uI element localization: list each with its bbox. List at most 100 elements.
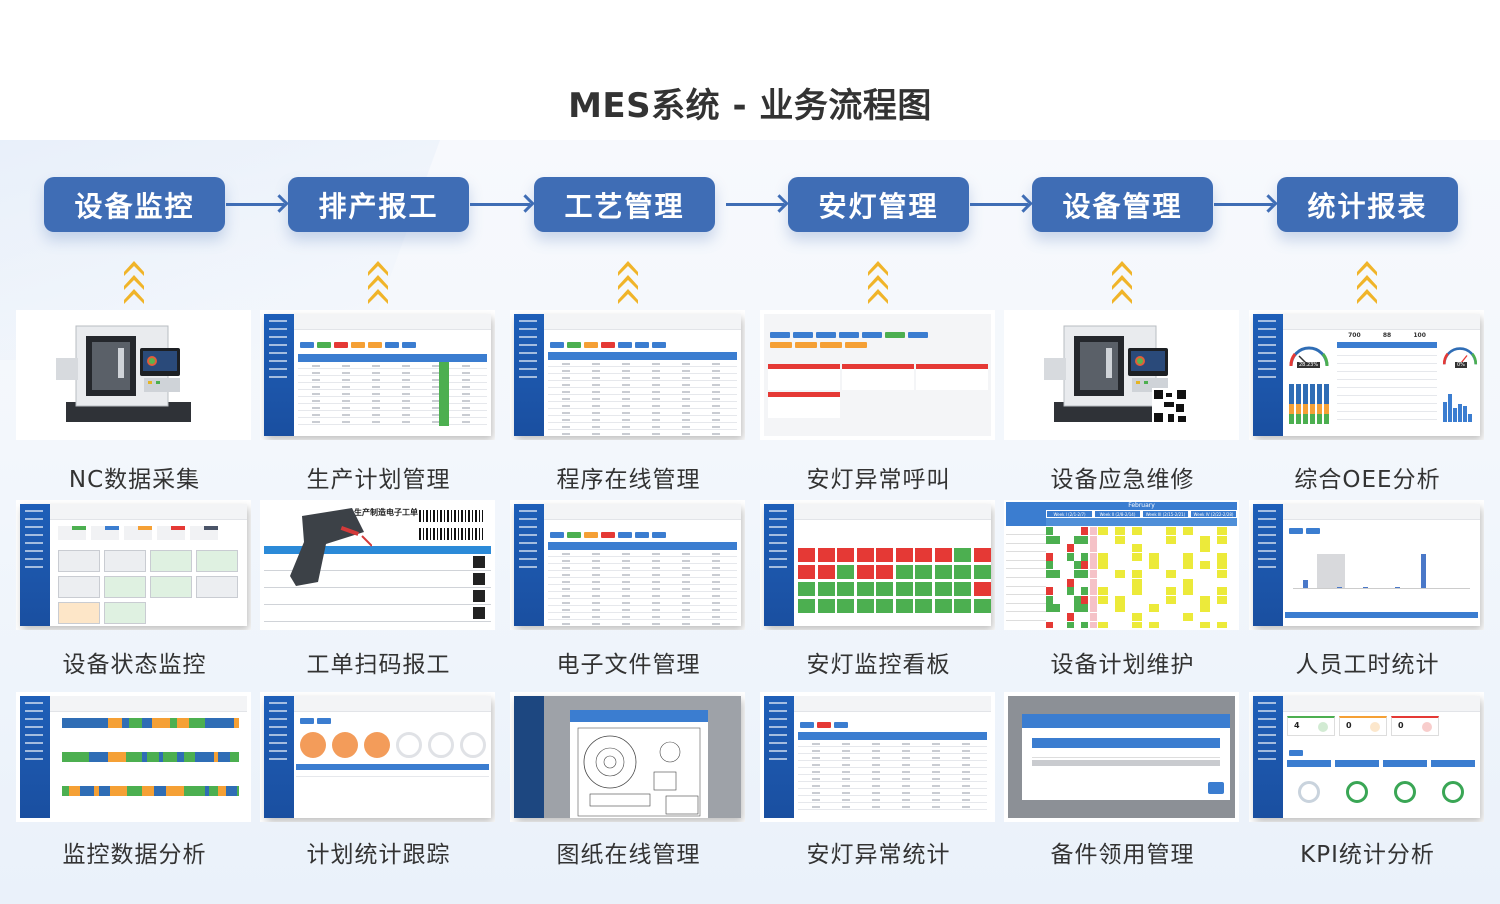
scrollbar[interactable] — [1032, 760, 1220, 766]
flow-step-statistics-reports[interactable]: 统计报表 — [1277, 177, 1458, 232]
module-label: 安灯异常呼叫 — [806, 467, 951, 493]
andon-station-tile — [798, 599, 815, 613]
maintenance-cell — [1098, 527, 1108, 535]
flow-step-equipment-monitoring[interactable]: 设备监控 — [44, 177, 225, 232]
flow-step-label: 安灯管理 — [818, 189, 939, 223]
maintenance-cell — [1132, 552, 1142, 561]
oee-stacked-bar — [1303, 384, 1308, 424]
drawing-dialog — [570, 710, 708, 818]
ui-sidebar — [514, 504, 544, 626]
ui-topbar — [544, 314, 741, 330]
equipment-header — [1006, 502, 1046, 526]
oee-stacked-bar — [1317, 384, 1322, 424]
maintenance-cell — [1098, 621, 1108, 628]
maintenance-cell — [1046, 552, 1053, 561]
andon-call-card — [842, 364, 914, 390]
maintenance-cell — [1081, 595, 1088, 604]
table-row — [1337, 404, 1437, 412]
flow-arrow-icon — [470, 203, 530, 206]
module-thumbnail-cnc-machine-qr[interactable] — [1004, 310, 1239, 440]
andon-station-tile — [837, 599, 854, 613]
kpi-panel — [1431, 760, 1475, 814]
table-row — [1337, 348, 1437, 356]
module-thumbnail-drawing-viewer[interactable] — [510, 692, 745, 822]
ui-button-row — [800, 722, 848, 728]
oee-bar — [1443, 402, 1447, 422]
equipment-row — [1006, 536, 1046, 544]
module-thumbnail-status-cards[interactable] — [16, 500, 251, 630]
maintenance-cell — [1046, 561, 1053, 570]
module-label: 设备状态监控 — [62, 652, 207, 678]
machine-status-tile — [58, 576, 100, 598]
spare-parts-dialog — [1022, 714, 1230, 800]
module-thumbnail-andon-stats[interactable] — [760, 692, 995, 822]
flow-step-label: 设备监控 — [74, 189, 195, 223]
module-thumbnail-hours-chart[interactable] — [1249, 500, 1484, 630]
module-label: 安灯监控看板 — [806, 652, 951, 678]
equipment-row — [1006, 579, 1046, 587]
module-thumbnail-cnc-machine[interactable] — [16, 310, 251, 440]
maintenance-cell — [1132, 587, 1142, 596]
maintenance-cell — [1046, 535, 1053, 544]
ui-topbar — [794, 696, 991, 712]
table-row — [264, 588, 491, 605]
module-thumbnail-plan-circles[interactable] — [260, 692, 495, 822]
flow-step-process-management[interactable]: 工艺管理 — [534, 177, 715, 232]
ui-topbar — [294, 314, 491, 330]
maintenance-cell — [1090, 527, 1097, 535]
maintenance-cell — [1115, 595, 1125, 604]
maintenance-cell — [1166, 535, 1176, 544]
module-thumbnail-timeline-bars[interactable] — [16, 692, 251, 822]
module-thumbnail-spare-parts-dialog[interactable] — [1004, 692, 1239, 822]
maintenance-cell — [1090, 535, 1097, 544]
maintenance-cell — [1053, 535, 1060, 544]
maintenance-cell — [1200, 595, 1210, 604]
ui-button-row — [550, 532, 666, 538]
oee-gauge-left-value: 28.23% — [1297, 362, 1321, 368]
maintenance-cell — [1217, 595, 1227, 604]
equipment-row — [1006, 604, 1046, 613]
maintenance-cell — [1090, 570, 1097, 578]
chart-axis — [1293, 588, 1470, 589]
module-label: 工单扫码报工 — [306, 652, 451, 678]
kpi-panel — [1335, 760, 1379, 814]
andon-station-tile — [954, 548, 971, 562]
maintenance-cell — [1183, 613, 1193, 621]
flow-step-andon-management[interactable]: 安灯管理 — [788, 177, 969, 232]
maintenance-cell — [1046, 595, 1053, 604]
ui-topbar — [1283, 504, 1480, 520]
maintenance-cell — [1200, 604, 1210, 613]
flow-step-scheduling-reporting[interactable]: 排产报工 — [288, 177, 469, 232]
kpi-count-value: 4 — [1294, 721, 1300, 730]
flow-step-equipment-management[interactable]: 设备管理 — [1032, 177, 1213, 232]
module-thumbnail-plan-table[interactable] — [260, 310, 495, 440]
module-thumbnail-andon-call[interactable] — [760, 310, 995, 440]
week-header: Week I (2/1-2/7) — [1046, 510, 1093, 518]
maintenance-cell — [1217, 621, 1227, 628]
confirm-button[interactable] — [1208, 782, 1224, 794]
table-row — [1337, 388, 1437, 396]
module-thumbnail-program-table[interactable] — [510, 310, 745, 440]
equipment-row — [1006, 570, 1046, 578]
hours-bar — [1421, 554, 1426, 588]
oee-kpi-value: 88 — [1382, 332, 1392, 339]
ui-sidebar — [1253, 314, 1283, 436]
maintenance-cell — [1183, 587, 1193, 596]
table-row — [1337, 412, 1437, 420]
andon-station-tile — [954, 599, 971, 613]
maintenance-cell — [1081, 621, 1088, 628]
andon-station-tile — [973, 548, 991, 562]
module-thumbnail-file-table[interactable] — [510, 500, 745, 630]
machine-timeline — [62, 752, 239, 762]
module-thumbnail-andon-board[interactable] — [760, 500, 995, 630]
module-thumbnail-work-order-scan[interactable]: 生产制造电子工单 — [260, 500, 495, 630]
module-label: 人员工时统计 — [1295, 652, 1440, 678]
barcode-scanner-icon — [290, 508, 372, 586]
kpi-count-card: 0 — [1339, 716, 1387, 736]
ui-sidebar — [1253, 696, 1283, 818]
table-row — [264, 605, 491, 622]
